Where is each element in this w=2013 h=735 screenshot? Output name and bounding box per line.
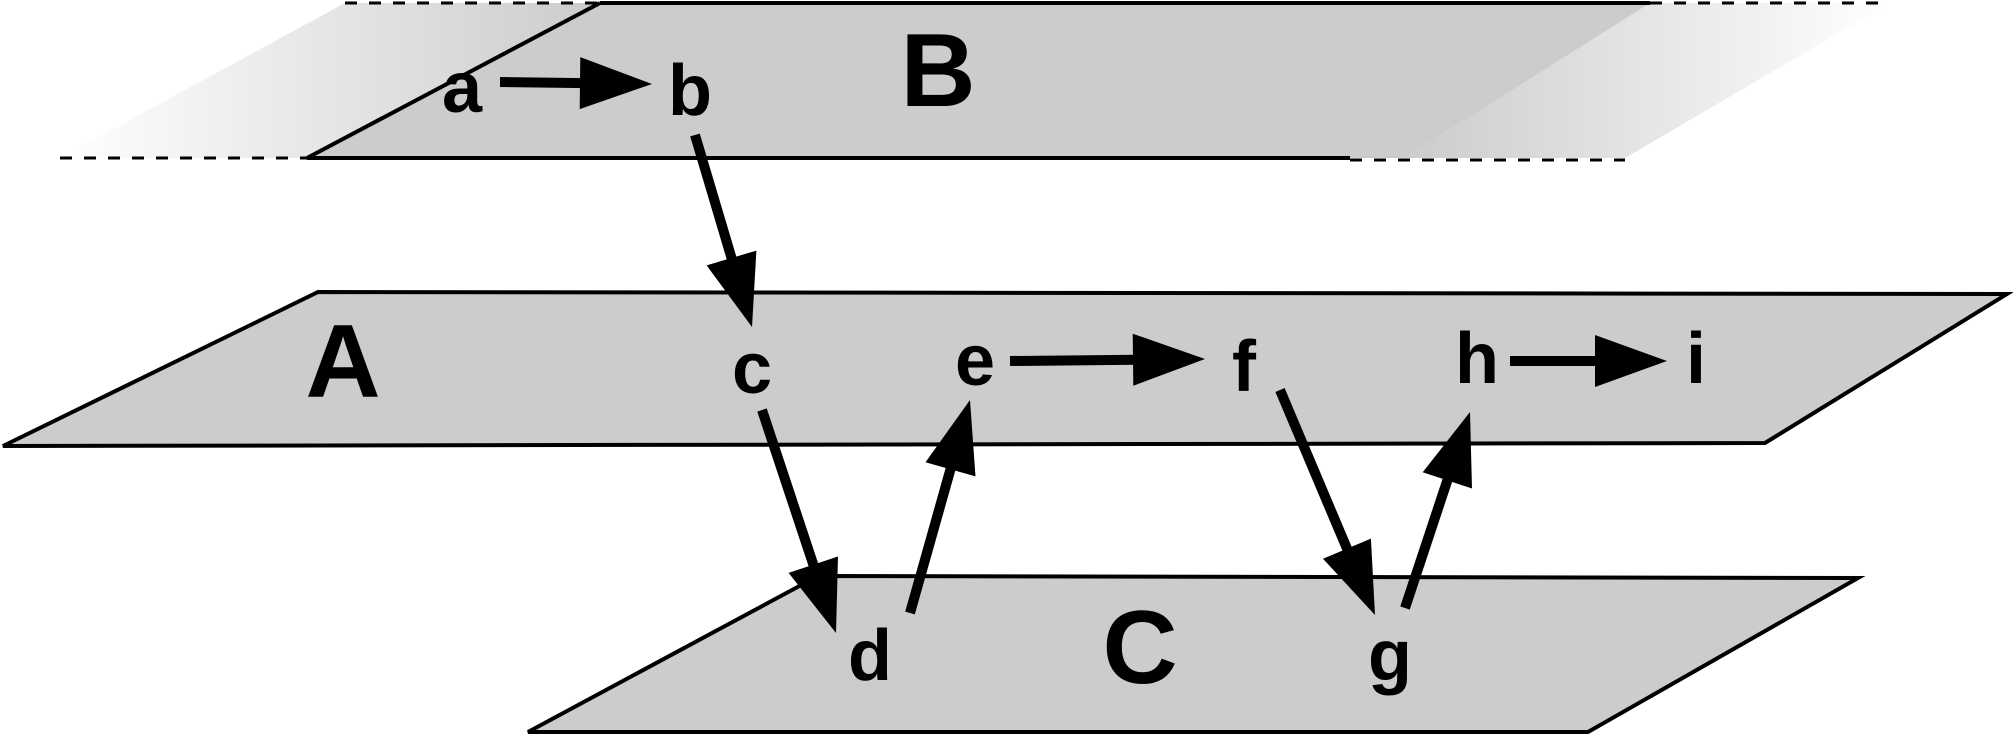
node-i-label: i [1686,319,1706,399]
node-e-label: e [955,321,995,401]
nodes-layer: a b c e f h i d g [442,48,1706,696]
plane-c-fill [528,576,1858,732]
plane-c: C [527,573,1866,734]
arrow-d-to-e-head [925,400,976,477]
plane-c-label: C [1102,590,1177,706]
arrow-g-to-h-shaft [1400,474,1454,610]
arrow-b-to-c-head [706,250,757,327]
node-a-label: a [442,48,483,128]
arrow-c-to-d-head [788,556,838,633]
plane-b-fill [307,3,1650,158]
arrows-layer [499,57,1667,633]
node-f-label: f [1232,327,1257,407]
plane-a-outline [2,289,2013,448]
plane-b-left-edge [306,1,601,160]
node-g-label: g [1368,616,1412,696]
node-c-label: c [732,329,772,409]
arrow-f-to-g-head [1323,538,1375,615]
plane-c-outline [527,573,1866,734]
arrow-a-to-b-head [579,57,652,110]
arrow-e-to-f-shaft [1009,354,1138,366]
plane-a-fill [3,292,2007,446]
plane-b-label: B [900,13,975,129]
arrow-h-to-i-head [1595,335,1667,387]
plane-a-label: A [305,304,380,420]
arrow-c-to-d-shaft [757,408,820,571]
arrow-a-to-b-shaft [499,77,585,89]
node-d-label: d [848,616,892,696]
plane-b: B [60,1,1890,162]
plane-b-fade-right [1405,3,1890,158]
plane-a: A [2,289,2013,448]
arrow-d-to-e-shaft [905,464,957,615]
plane-b-fade-left [60,3,600,158]
node-h-label: h [1455,319,1499,399]
arrow-f-to-g-shaft [1275,388,1354,555]
node-b-label: b [668,51,712,131]
arrow-b-to-c-shaft [690,133,738,264]
arrow-e-to-f-head [1132,333,1205,386]
arrow-g-to-h-head [1422,412,1472,489]
